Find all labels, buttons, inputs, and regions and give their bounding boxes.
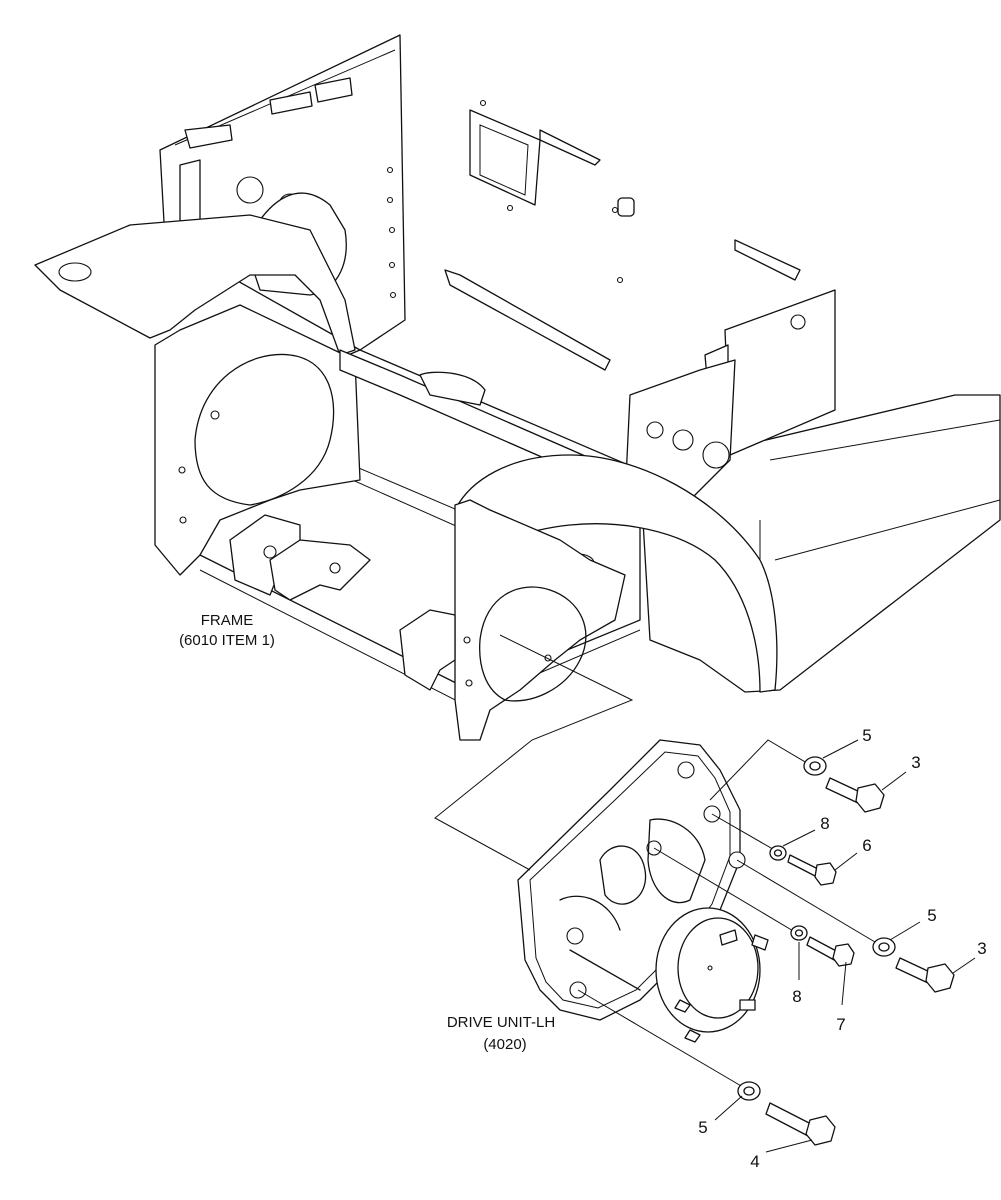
callout-bolt-small-top: 6	[862, 836, 871, 855]
callout-washer-small-top: 8	[820, 814, 829, 833]
callout-numbers: 5 3 8 6 5 3 8 7 5 4	[698, 726, 986, 1171]
washer-mid	[872, 937, 896, 957]
bolt-mid	[895, 957, 955, 993]
wheel-studs	[674, 929, 769, 1043]
frame-label: FRAME (6010 ITEM 1)	[179, 612, 275, 649]
washer-small-top	[769, 845, 787, 861]
bolt-small-bottom	[806, 936, 855, 967]
callout-bolt-bottom: 4	[750, 1152, 759, 1171]
drive-unit-name: DRIVE UNIT-LH	[447, 1014, 555, 1031]
callout-bolt-top: 3	[911, 753, 920, 772]
callout-bolt-mid: 3	[977, 939, 986, 958]
callout-bolt-small-bottom: 7	[836, 1015, 845, 1034]
frame-assembly	[34, 34, 1001, 741]
hardware	[737, 756, 955, 1146]
washer-small-bottom	[790, 925, 808, 941]
washer-top	[803, 756, 827, 776]
drive-unit-lh	[517, 739, 769, 1043]
callout-washer-mid: 5	[927, 906, 936, 925]
drive-unit-label: DRIVE UNIT-LH (4020)	[447, 1014, 555, 1053]
callout-washer-top: 5	[862, 726, 871, 745]
callout-washer-bottom: 5	[698, 1118, 707, 1137]
bolt-bottom	[765, 1102, 836, 1146]
bolt-small-top	[787, 854, 837, 886]
callout-leaders	[714, 739, 976, 1153]
washer-bottom	[737, 1081, 761, 1101]
callout-washer-small-bottom: 8	[792, 987, 801, 1006]
frame-ref: (6010 ITEM 1)	[179, 632, 275, 649]
frame-name: FRAME	[201, 612, 254, 629]
drive-unit-ref: (4020)	[483, 1036, 526, 1053]
assembly-leader-lines	[434, 634, 881, 1091]
bolt-top	[825, 777, 885, 813]
